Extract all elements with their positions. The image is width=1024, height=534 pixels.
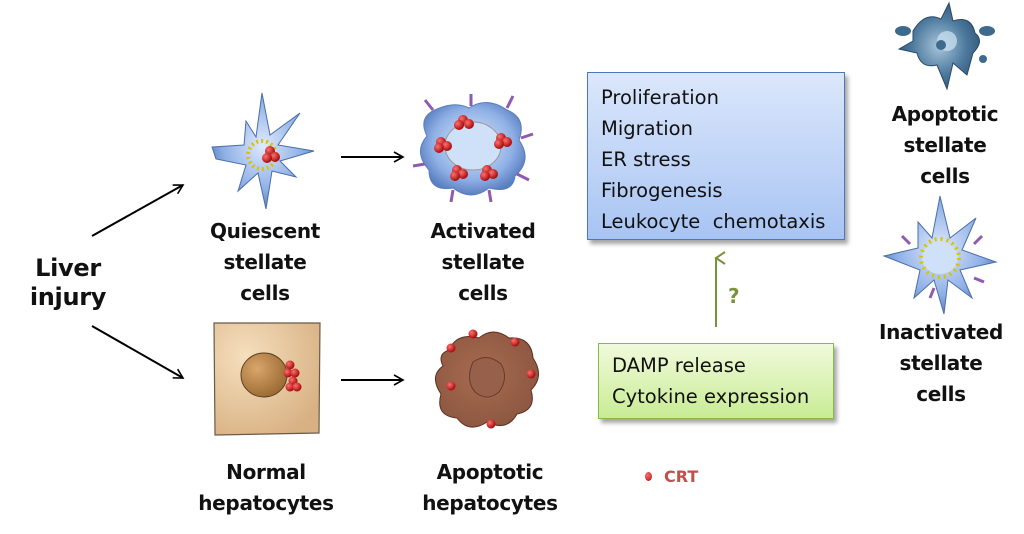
label-line: stellate: [441, 250, 525, 274]
label-line: hepatocytes: [422, 491, 558, 515]
label-line: Inactivated: [878, 320, 1004, 344]
apoptotic-hepatocytes-label: Apoptotic hepatocytes: [410, 457, 570, 519]
apoptotic-stellate-cells-label: Apoptotic stellate cells: [870, 99, 1020, 192]
normal-hepatocyte-icon: [213, 322, 321, 436]
hepatocyte-effects-box: DAMP release Cytokine expression: [598, 343, 834, 419]
effect-item: Fibrogenesis: [601, 179, 723, 202]
label-line: Liver: [35, 254, 101, 282]
uncertain-link-label: ?: [728, 284, 740, 308]
effect-item: Proliferation: [601, 86, 719, 109]
label-line: stellate: [903, 133, 987, 157]
label-line: Apoptotic: [891, 102, 999, 126]
label-line: stellate: [899, 351, 983, 375]
effect-item: ER stress: [601, 148, 691, 171]
apoptotic-hepatocyte-icon: [435, 329, 539, 429]
activated-stellate-cell-icon: [412, 94, 534, 203]
label-line: Normal: [226, 460, 306, 484]
quiescent-stellate-cell-icon: [211, 92, 315, 210]
activated-stellate-cells-label: Activated stellate cells: [413, 216, 553, 309]
effect-item: DAMP release: [612, 354, 746, 377]
inactivated-stellate-cells-label: Inactivated stellate cells: [866, 317, 1016, 410]
effect-item: Leukocyte chemotaxis: [601, 210, 826, 233]
arrow-liver-to-hepatocytes: [91, 325, 185, 379]
liver-injury-label: Liver injury: [18, 254, 118, 312]
inactivated-stellate-cell-icon: [882, 195, 998, 315]
label-line: cells: [916, 382, 966, 406]
label-line: injury: [29, 283, 107, 311]
label-line: hepatocytes: [198, 491, 334, 515]
effect-item: Migration: [601, 117, 693, 140]
label-line: cells: [240, 281, 290, 305]
label-line: Activated: [430, 219, 536, 243]
effect-item: Cytokine expression: [612, 385, 810, 408]
legend-label: CRT: [664, 467, 699, 486]
label-line: cells: [458, 281, 508, 305]
legend: CRT: [645, 467, 698, 486]
normal-hepatocytes-label: Normal hepatocytes: [186, 457, 346, 519]
arrow-liver-to-stellate: [91, 184, 185, 237]
label-line: cells: [920, 164, 970, 188]
label-line: Apoptotic: [436, 460, 544, 484]
quiescent-stellate-cells-label: Quiescent stellate cells: [195, 216, 335, 309]
activated-effects-box: Proliferation Migration ER stress Fibrog…: [587, 72, 845, 240]
label-line: stellate: [223, 250, 307, 274]
label-line: Quiescent: [209, 219, 321, 243]
crt-marker-icon: [645, 472, 652, 481]
apoptotic-stellate-cell-icon: [895, 1, 995, 91]
